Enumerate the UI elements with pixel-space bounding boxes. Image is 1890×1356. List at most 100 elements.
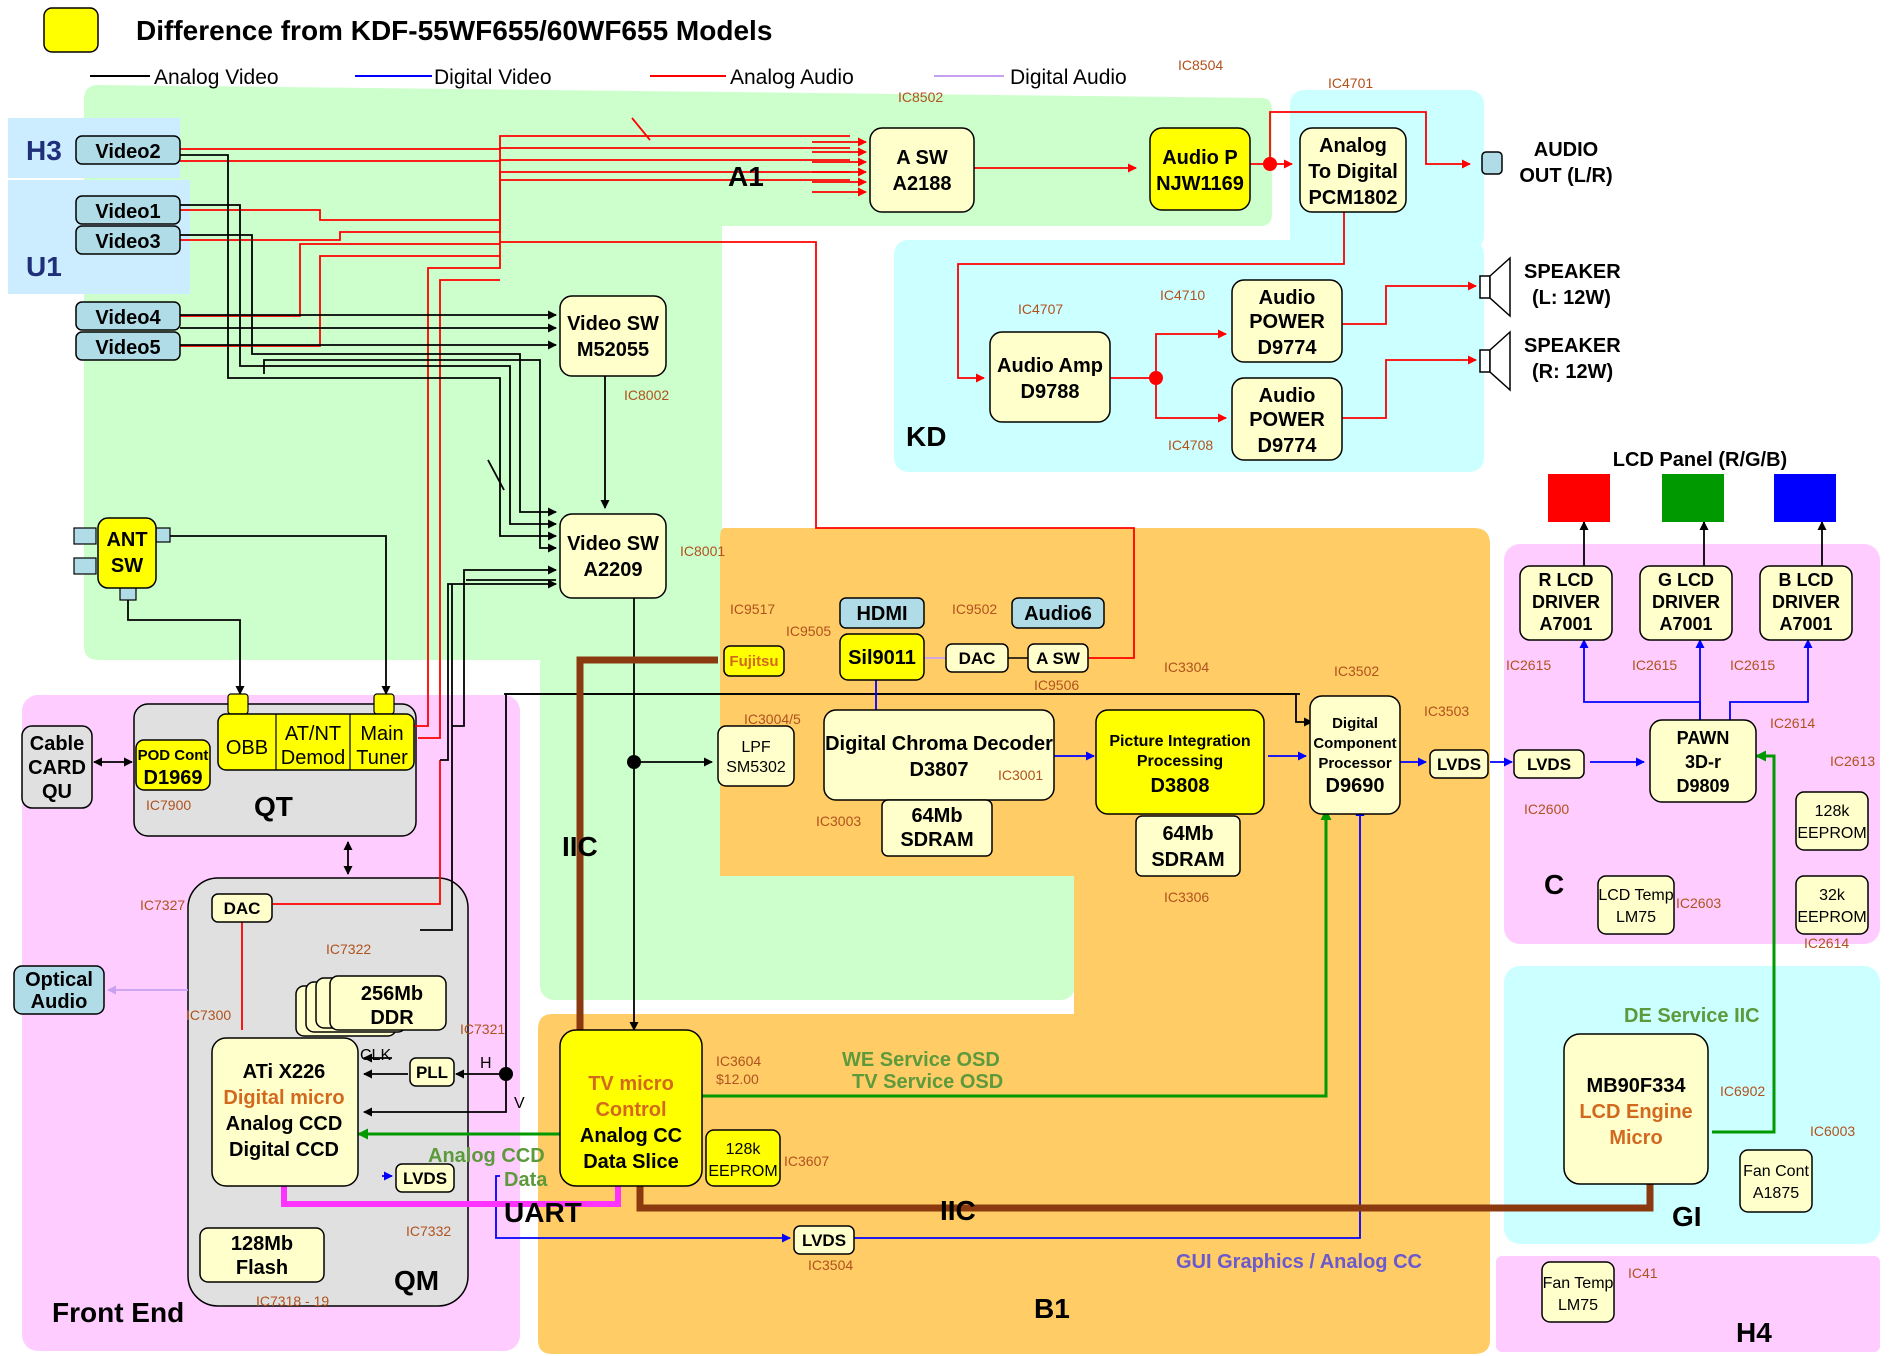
block-b-driver xyxy=(1759,565,1853,641)
lcd-temp-l2: LM75 xyxy=(1616,909,1656,926)
label-analog-ccd: Analog CCD xyxy=(428,1145,545,1167)
ic-label: IC7327 xyxy=(140,897,185,913)
iic-bus-left xyxy=(576,656,718,1040)
lvds-b1-label: LVDS xyxy=(1437,755,1481,774)
lvds-bottom-label: LVDS xyxy=(802,1231,846,1250)
sdram-2-l1: 64Mb xyxy=(1162,823,1213,845)
connector-tuner-top xyxy=(373,693,395,715)
lcd-temp-l1: LCD Temp xyxy=(1598,887,1673,904)
sil-label: Sil9011 xyxy=(848,647,916,669)
ic-label: IC7321 xyxy=(460,1021,505,1037)
ic-labels: IC8504 IC8502 IC4701 IC4707 IC4710 IC470… xyxy=(140,57,1875,1309)
iic-bus-bottom xyxy=(636,1184,1654,1212)
block-mb90 xyxy=(1563,1033,1709,1185)
audio-amp-l2: D9788 xyxy=(1021,381,1080,403)
ic-label: IC2613 xyxy=(1830,753,1875,769)
ic-label: IC7332 xyxy=(406,1223,451,1239)
lcd-panel-green xyxy=(1662,474,1724,522)
ic-label: IC2603 xyxy=(1676,895,1721,911)
block-lcd-temp xyxy=(1597,875,1675,935)
eeprom-128k-l2: EEPROM xyxy=(1797,825,1866,842)
ic-label: $12.00 xyxy=(716,1071,759,1087)
ic-label: IC2614 xyxy=(1770,715,1815,731)
block-asw-b1 xyxy=(1027,643,1089,673)
tv-micro-l3: Analog CC xyxy=(580,1125,682,1147)
input-video2 xyxy=(75,135,181,165)
ic-label: IC7318 - 19 xyxy=(256,1293,329,1309)
g-drv-l1: G LCD xyxy=(1658,570,1714,590)
optical-l1: Optical xyxy=(25,969,93,991)
block-audio-power-2 xyxy=(1231,377,1343,461)
input-video5-label: Video5 xyxy=(95,337,160,359)
g-drv-l2: DRIVER xyxy=(1652,592,1720,612)
ic-label: IC2600 xyxy=(1524,801,1569,817)
chroma-l2: D3807 xyxy=(910,759,969,781)
audio-power-2-l3: D9774 xyxy=(1258,435,1318,457)
block-eeprom-tv xyxy=(705,1129,781,1187)
block-fan-cont xyxy=(1739,1149,1813,1213)
block-pip xyxy=(1095,709,1265,815)
input-video3 xyxy=(75,225,181,255)
audio-out-l1: AUDIO xyxy=(1534,139,1598,161)
ic-label: IC2615 xyxy=(1506,657,1551,673)
block-sdram-2 xyxy=(1135,815,1241,877)
pod-l1: POD Cont xyxy=(138,747,209,764)
label-iic-left: IIC xyxy=(562,831,598,862)
ic-label: IC7300 xyxy=(186,1007,231,1023)
input-video3-label: Video3 xyxy=(95,231,160,253)
lpf-l1: LPF xyxy=(741,739,771,756)
tuner-l1: Main xyxy=(360,723,403,745)
audio-power-2-l1: Audio xyxy=(1259,385,1316,407)
ic-label: IC4701 xyxy=(1328,75,1373,91)
block-chroma xyxy=(823,709,1055,801)
ant-sw-l1: ANT xyxy=(106,529,147,551)
junction-audio-amp xyxy=(1149,371,1163,385)
eeprom-32k-l1: 32k xyxy=(1819,887,1846,904)
eeprom-tv-l1: 128k xyxy=(726,1141,762,1158)
uart-bus xyxy=(281,1182,621,1207)
r-drv-l2: DRIVER xyxy=(1532,592,1600,612)
u1-group: Video1 Video3 U1 xyxy=(26,195,181,282)
block-atd-l1: Analog xyxy=(1319,135,1387,157)
ic-label: IC3503 xyxy=(1424,703,1469,719)
cable-card-l1: Cable xyxy=(30,733,84,755)
sdram-1-l2: SDRAM xyxy=(900,829,973,851)
label-clk: CLK xyxy=(360,1047,391,1064)
cable-card-l2: CARD xyxy=(28,757,86,779)
lpf-l2: SM5302 xyxy=(726,759,786,776)
lcd-panel-blue xyxy=(1774,474,1836,522)
ic-label: IC7322 xyxy=(326,941,371,957)
optical-l2: Audio xyxy=(31,991,88,1013)
fujitsu-label: Fujitsu xyxy=(729,653,778,670)
input-video4 xyxy=(75,301,181,331)
block-eeprom-32k xyxy=(1795,875,1869,935)
ant-sw-l2: SW xyxy=(111,555,143,577)
ic-label: IC2615 xyxy=(1730,657,1775,673)
label-kd: KD xyxy=(906,421,946,452)
block-tv-micro xyxy=(559,1029,703,1187)
block-lpf xyxy=(717,725,795,787)
r-drv-l3: A7001 xyxy=(1539,614,1592,634)
block-lvds-c xyxy=(1513,749,1585,779)
ic-label: IC3001 xyxy=(998,767,1043,783)
lvds-qm-label: LVDS xyxy=(403,1169,447,1188)
input-audio6 xyxy=(1011,597,1105,629)
input-video4-label: Video4 xyxy=(95,307,161,329)
connector-audio-out xyxy=(1481,151,1503,175)
block-fan-temp xyxy=(1541,1261,1615,1323)
lcd-panel-label: LCD Panel (R/G/B) xyxy=(1613,449,1787,471)
ic-label: IC9505 xyxy=(786,623,831,639)
dcp-l1: Digital xyxy=(1332,715,1378,732)
legend-analog-video: Analog Video xyxy=(154,66,279,89)
ddr-l1: 256Mb xyxy=(361,983,423,1005)
ati-l3: Analog CCD xyxy=(226,1113,343,1135)
label-h: H xyxy=(480,1055,492,1072)
ic-label: IC3604 xyxy=(716,1053,761,1069)
dcp-l2: Component xyxy=(1313,735,1396,752)
mb90-l3: Micro xyxy=(1609,1127,1662,1149)
tv-micro-l1: TV micro xyxy=(588,1073,674,1095)
label-a1: A1 xyxy=(728,161,764,192)
lvds-c-label: LVDS xyxy=(1527,755,1571,774)
block-video-sw-1 xyxy=(559,295,667,377)
block-cable-card xyxy=(21,725,93,809)
